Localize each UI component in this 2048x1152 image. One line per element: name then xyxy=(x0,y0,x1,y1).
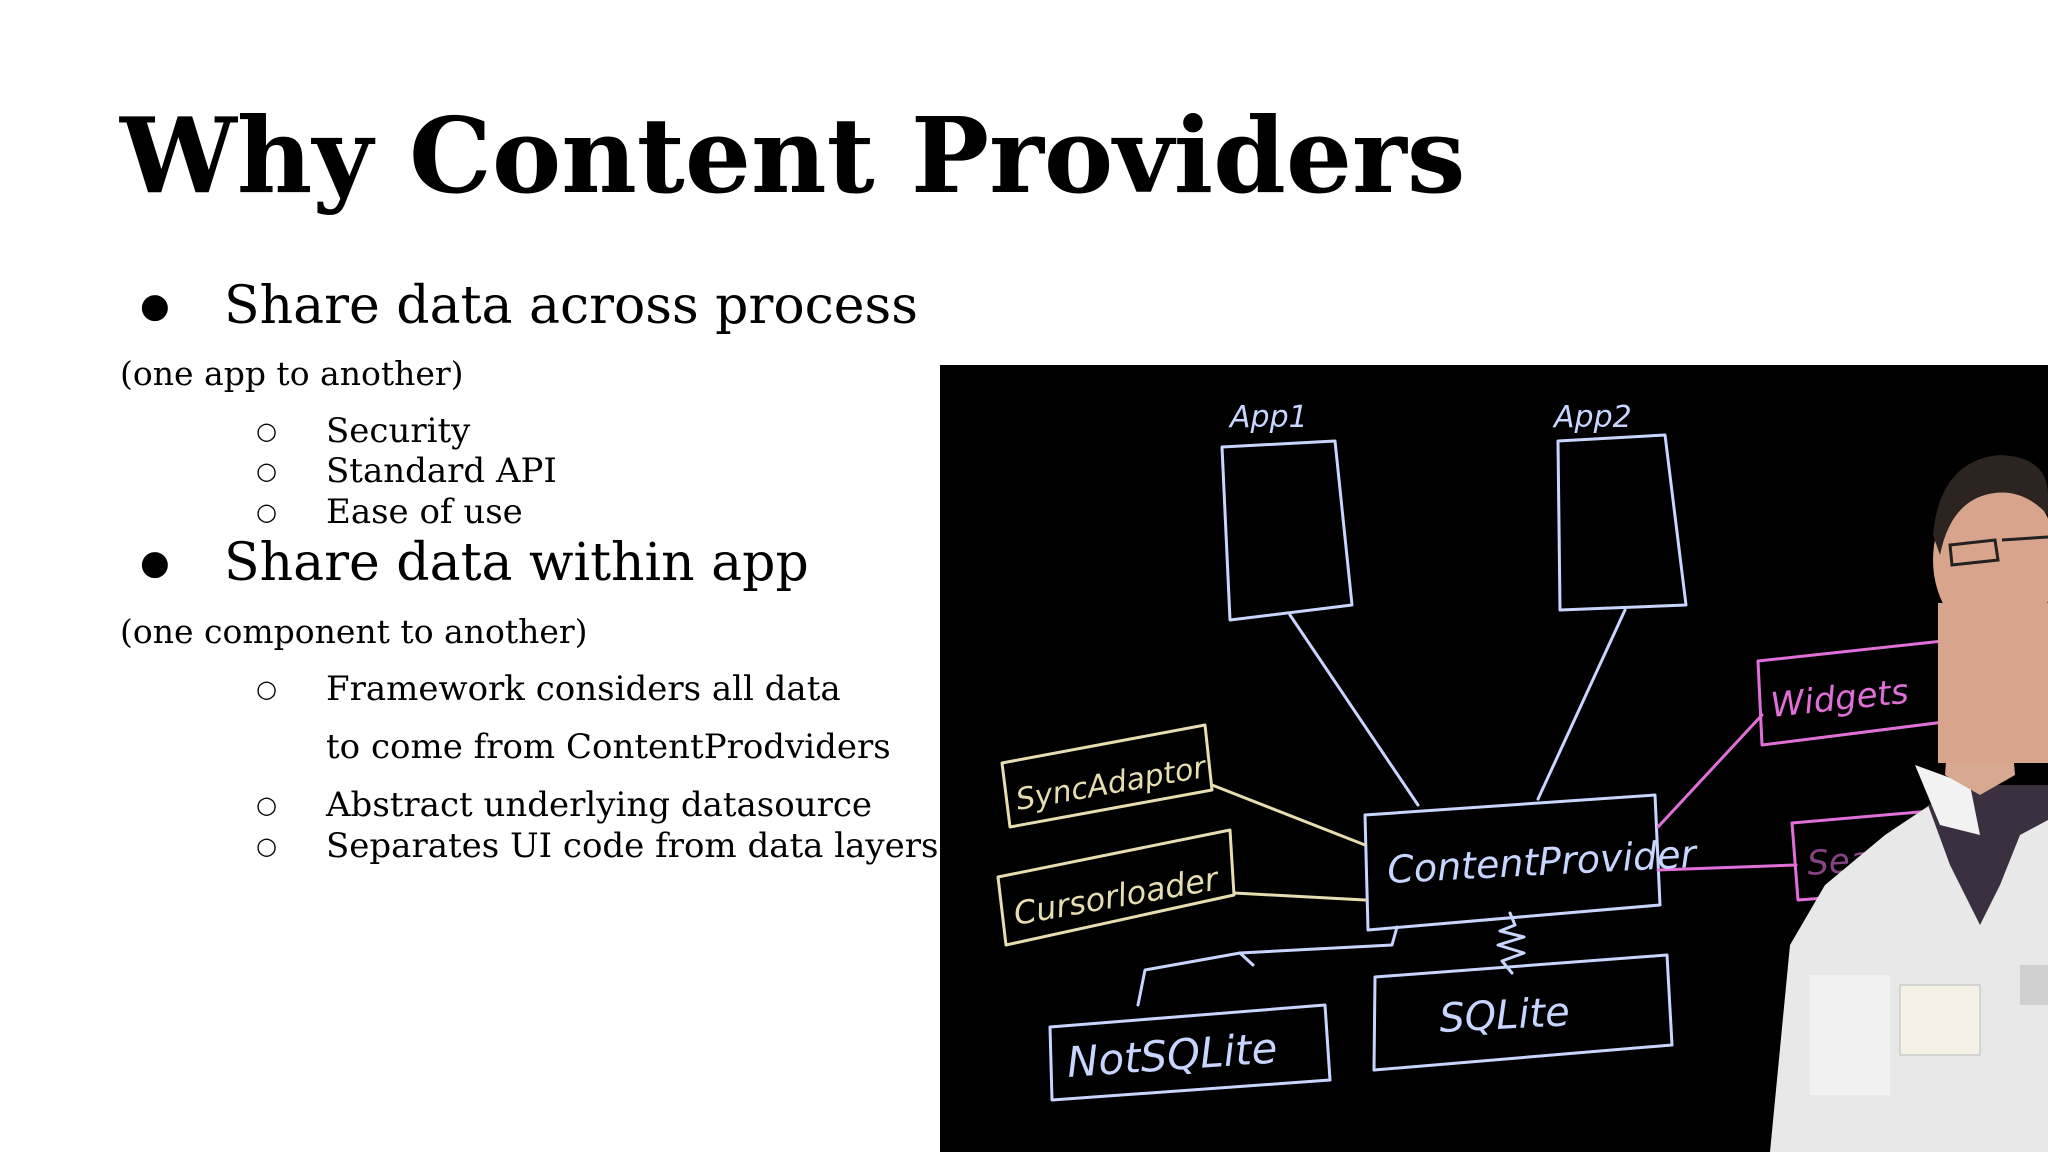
bullet-share-across-process: ● Share data across process xyxy=(140,274,918,342)
cursor-loader-box xyxy=(996,828,1236,947)
app2-connector xyxy=(1536,608,1627,801)
sub-bullet-circle-icon: ○ xyxy=(256,791,277,819)
sub-bullet-circle-icon: ○ xyxy=(256,417,277,445)
sub-bullet-circle-icon: ○ xyxy=(256,675,277,703)
search-connector xyxy=(1656,863,1798,872)
bullet-note: (one app to another) xyxy=(120,354,464,393)
video-frame: App1 App2 ContentProvider SQLite NotSQLi… xyxy=(940,365,2048,1152)
notsqlite-box xyxy=(1048,1003,1332,1102)
sub-bullet-security: ○ Security xyxy=(256,411,470,454)
sub-bullet-ease-of-use: ○ Ease of use xyxy=(256,492,523,535)
label-app2: App2 xyxy=(1552,400,1632,435)
slide-title: Why Content Providers xyxy=(120,94,1466,217)
app1-box xyxy=(1220,439,1354,622)
widgets-connector xyxy=(1656,713,1764,829)
label-app1: App1 xyxy=(1228,400,1308,435)
sub-bullet-separates-ui: ○ Separates UI code from data layers xyxy=(256,826,938,869)
presenter-figure xyxy=(1770,455,2048,1152)
sqlite-box xyxy=(1372,953,1674,1072)
bullet-text: Share data across process xyxy=(224,276,918,336)
bullet-dot-icon: ● xyxy=(140,285,170,326)
label-sqlite: SQLite xyxy=(1438,989,1571,1042)
bullet-dot-icon: ● xyxy=(140,542,170,583)
sub-bullet-continuation: to come from ContentProdviders xyxy=(326,727,891,767)
app1-connector xyxy=(1288,613,1420,807)
sub-bullet-text: Abstract underlying datasource xyxy=(326,785,873,825)
sub-bullet-circle-icon: ○ xyxy=(256,832,277,860)
app2-box xyxy=(1556,433,1688,612)
sub-bullet-standard-api: ○ Standard API xyxy=(256,451,557,494)
sync-adaptor-box xyxy=(1000,723,1214,829)
lightboard-diagram: App1 App2 ContentProvider SQLite NotSQLi… xyxy=(940,365,2048,1152)
bullet-share-within-app: ● Share data within app xyxy=(140,531,809,599)
cursor-loader-connector xyxy=(1232,891,1367,902)
sub-bullet-framework: ○ Framework considers all data xyxy=(256,669,841,712)
bullet-text: Share data within app xyxy=(224,533,809,593)
sub-bullet-abstract-datasource: ○ Abstract underlying datasource xyxy=(256,785,872,828)
cp-sqlite-connector xyxy=(1496,911,1526,975)
sub-bullet-text: Ease of use xyxy=(326,492,523,532)
sync-adaptor-connector xyxy=(1210,783,1367,847)
content-provider-box xyxy=(1363,793,1662,932)
sub-bullet-text: Security xyxy=(326,411,471,451)
sub-bullet-text: Separates UI code from data layers xyxy=(326,826,939,866)
sub-bullet-text: Framework considers all data xyxy=(326,669,841,709)
sub-bullet-text: Standard API xyxy=(326,451,557,491)
sub-bullet-circle-icon: ○ xyxy=(256,457,277,485)
bullet-note: (one component to another) xyxy=(120,612,588,651)
sub-bullet-circle-icon: ○ xyxy=(256,498,277,526)
